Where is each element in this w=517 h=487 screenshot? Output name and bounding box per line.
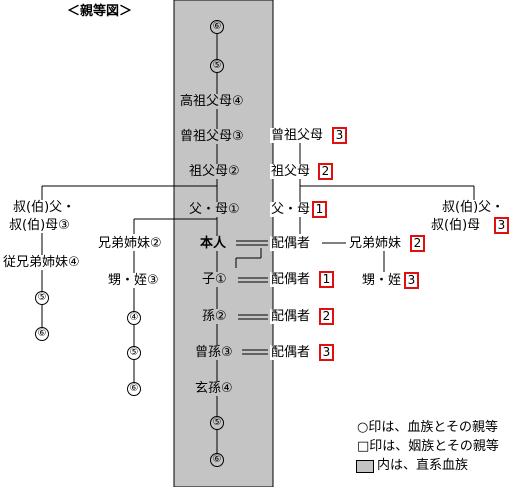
legend-blood: ○印は、血族とその親等	[356, 420, 499, 435]
ko-spouse: 配偶者	[270, 272, 312, 287]
nephew-4: ④	[127, 311, 141, 325]
genson: 玄孫④	[194, 381, 234, 396]
inlaw-uncle-line1: 叔(伯)父・	[441, 200, 506, 215]
direct-5-bottom: ⑤	[210, 416, 224, 430]
mago-spouse-degree: 2	[319, 308, 334, 325]
inlaw-uncle-degree: 3	[494, 217, 509, 234]
cousin-6: ⑥	[35, 327, 49, 341]
ko: 子①	[201, 272, 228, 287]
blood-cousin: 従兄弟姉妹④	[2, 255, 81, 270]
inlaw-nephew: 甥・姪	[361, 273, 403, 288]
mago-spouse: 配偶者	[270, 309, 312, 324]
himago-spouse: 配偶者	[270, 345, 312, 360]
fubo: 父・母①	[188, 202, 241, 217]
inlaw-uncle-line2: 叔(伯)母	[430, 218, 482, 233]
direct-5-top: ⑤	[210, 59, 224, 73]
diagram-title: ＜親等図＞	[66, 4, 134, 19]
koso-fubo: 高祖父母④	[179, 94, 245, 109]
inlaw-fubo-degree: 1	[312, 201, 327, 218]
inlaw-sibling-degree: 2	[410, 235, 425, 252]
inlaw-sofubo: 祖父母	[270, 164, 312, 179]
cousin-5: ⑤	[35, 291, 49, 305]
nephew-5: ⑤	[127, 346, 141, 360]
inlaw-soso-degree: 3	[332, 127, 347, 144]
honnin: 本人	[199, 236, 228, 251]
legend-direct: 内は、直系血族	[376, 458, 470, 473]
sofubo: 祖父母②	[188, 164, 241, 179]
inlaw-fubo: 父・母	[270, 202, 312, 217]
himago-spouse-degree: 3	[319, 344, 334, 361]
blood-nephew: 甥・姪③	[107, 273, 160, 288]
blood-uncle-line2: 叔(伯)母③	[8, 218, 71, 233]
blood-uncle-line1: 叔(伯)父・	[12, 200, 77, 215]
inlaw-soso: 曾祖父母	[270, 128, 325, 143]
direct-6-bottom: ⑥	[210, 453, 224, 467]
legend-inlaw: □印は、姻族とその親等	[356, 439, 500, 454]
mago: 孫②	[201, 309, 228, 324]
inlaw-sofubo-degree: 2	[318, 163, 333, 180]
direct-6-top: ⑥	[210, 20, 224, 34]
soso-fubo: 曾祖父母③	[179, 129, 245, 144]
legend-gray-swatch	[356, 460, 374, 473]
nephew-6: ⑥	[127, 382, 141, 396]
blood-sibling: 兄弟姉妹②	[97, 236, 163, 251]
inlaw-sibling: 兄弟姉妹	[348, 236, 403, 251]
spouse: 配偶者	[270, 236, 312, 251]
inlaw-nephew-degree: 3	[404, 272, 419, 289]
ko-spouse-degree: 1	[319, 271, 334, 288]
himago: 曾孫③	[194, 345, 234, 360]
